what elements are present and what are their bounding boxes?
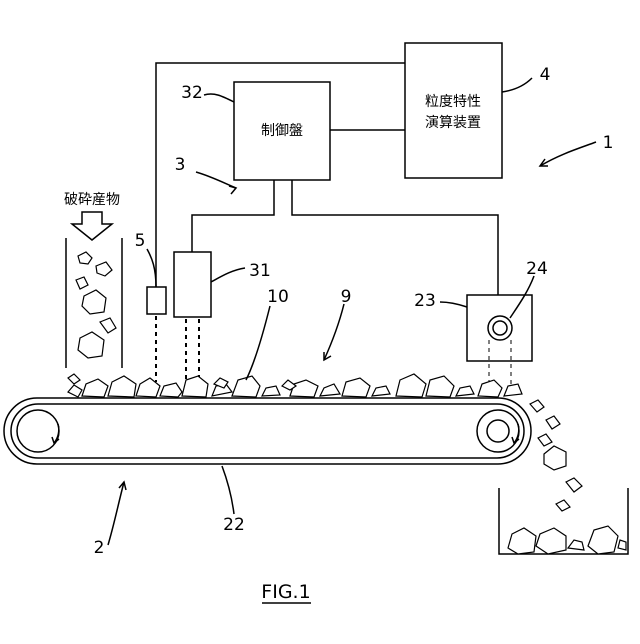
hopper: 破砕産物 [64, 192, 122, 368]
ref-22: 22 [223, 515, 245, 535]
ref-23: 23 [414, 291, 436, 311]
calculation-device-label-line1: 粒度特性 [425, 94, 481, 110]
ref-4: 4 [540, 65, 551, 85]
ref-31: 31 [249, 261, 271, 281]
ref-9: 9 [341, 287, 352, 307]
conveyor [4, 398, 531, 464]
material-layer [68, 374, 522, 397]
ref-2: 2 [94, 538, 105, 558]
camera-unit [467, 295, 532, 395]
ref-32: 32 [181, 83, 203, 103]
sensor-5 [147, 287, 166, 314]
ref-24: 24 [526, 259, 548, 279]
control-panel-box: 制御盤 [234, 82, 330, 180]
ref-3: 3 [175, 155, 186, 175]
sensor-31 [174, 252, 211, 317]
calculation-device-box: 粒度特性 演算装置 [405, 43, 502, 178]
input-material-label: 破砕産物 [64, 192, 120, 208]
ref-10: 10 [267, 287, 289, 307]
ref-1: 1 [603, 133, 614, 153]
discharge [499, 400, 628, 554]
control-panel-label: 制御盤 [261, 123, 303, 139]
calculation-device-label-line2: 演算装置 [425, 115, 481, 131]
figure-caption: FIG.1 [261, 581, 310, 603]
ref-5: 5 [135, 231, 146, 251]
